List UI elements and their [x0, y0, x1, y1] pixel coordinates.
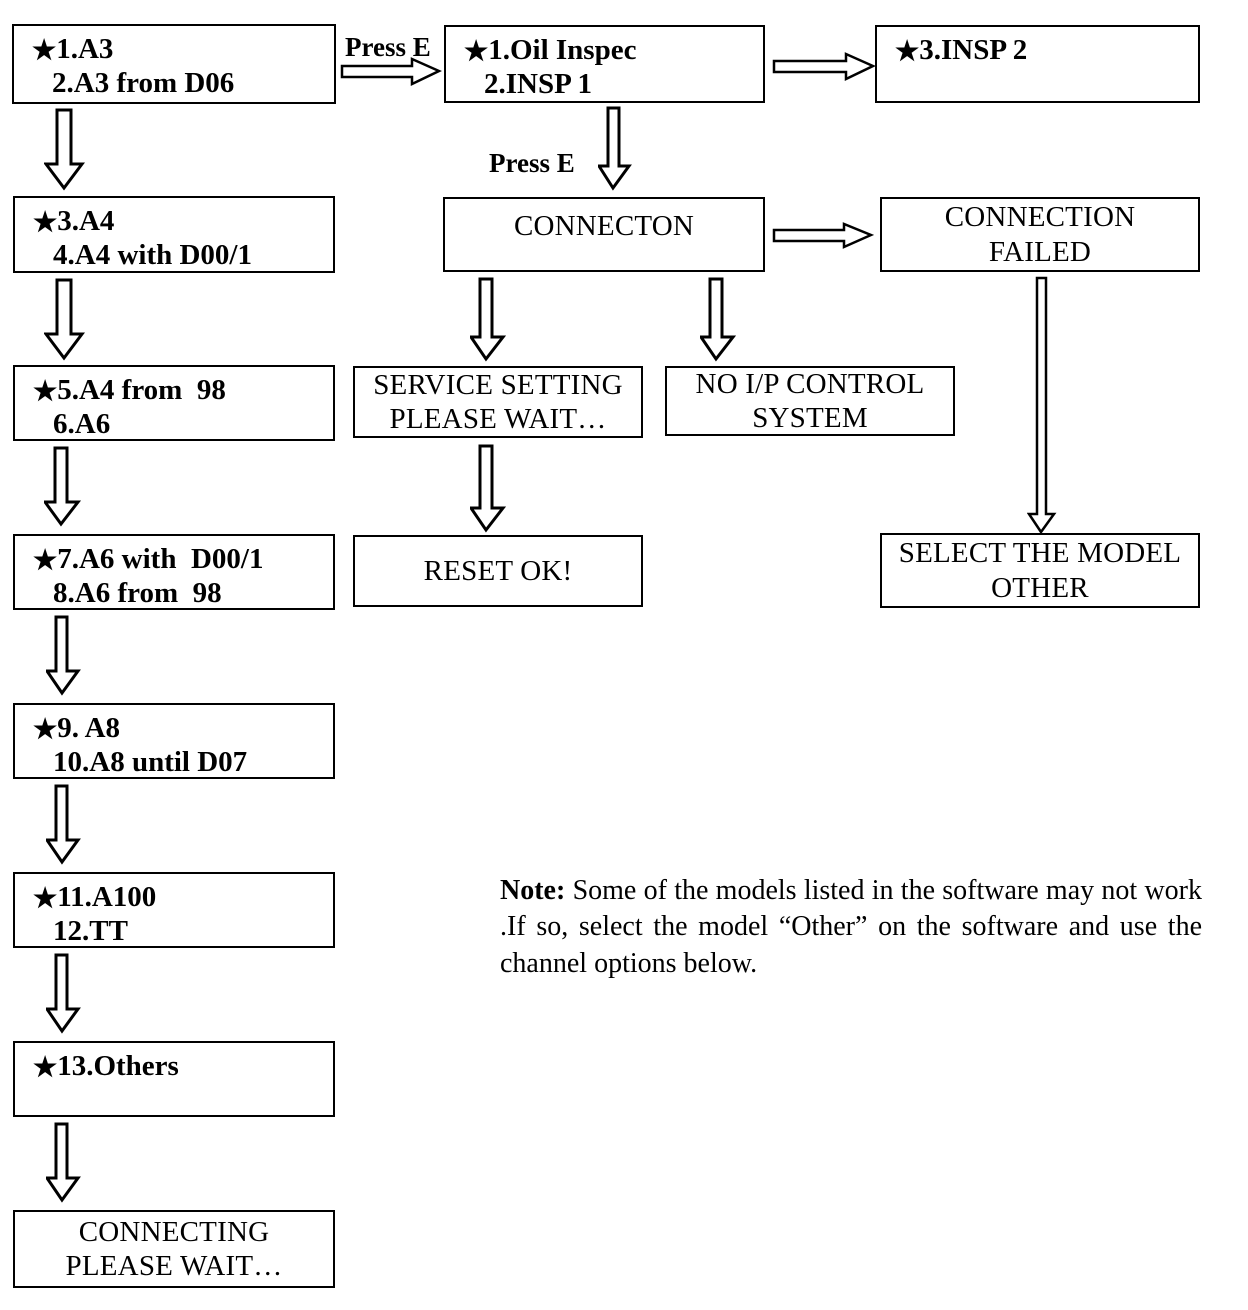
box-model-a3-line2: 2.A3 from D06 [52, 67, 235, 100]
arrow-down-connecton-to-no-ip-control [700, 277, 736, 363]
box-model-a100[interactable]: ★11.A100 12.TT [13, 872, 335, 948]
arrow-down-a8-to-a100 [46, 784, 82, 866]
box-model-others[interactable]: ★13.Others [13, 1041, 335, 1117]
box-model-a4-line1: ★3.A4 [15, 198, 333, 238]
arrow-down-connecton-to-service-setting [470, 277, 506, 363]
box-service-setting[interactable]: SERVICE SETTING PLEASE WAIT… [353, 366, 643, 438]
box-connecton[interactable]: CONNECTON [443, 197, 765, 272]
box-oil-inspec-line1-text: 1.Oil Inspec [488, 34, 637, 66]
box-connection-failed-line2: FAILED [988, 235, 1092, 268]
box-oil-inspec[interactable]: ★1.Oil Inspec 2.INSP 1 [444, 25, 765, 103]
box-connecting-line2: PLEASE WAIT… [65, 1250, 283, 1282]
box-model-a8[interactable]: ★9. A8 10.A8 until D07 [13, 703, 335, 779]
box-connection-failed-line1: CONNECTION [944, 201, 1136, 234]
box-model-a8-line1: ★9. A8 [15, 705, 333, 745]
box-no-ip-control[interactable]: NO I/P CONTROL SYSTEM [665, 366, 955, 436]
note-body: Some of the models listed in the softwar… [500, 875, 1202, 979]
arrow-right-a3-to-oil-inspec [340, 57, 442, 87]
box-model-a6-line1-text: 7.A6 with D00/1 [57, 543, 264, 575]
arrow-down-a3-to-a4 [44, 108, 86, 192]
box-model-a4-line1-text: 3.A4 [57, 205, 115, 237]
star-icon: ★ [33, 1052, 58, 1082]
star-icon: ★ [32, 35, 57, 65]
box-model-a3-line1: ★1.A3 [14, 26, 334, 66]
box-model-a8-line2: 10.A8 until D07 [53, 746, 248, 779]
star-icon: ★ [33, 883, 58, 913]
star-icon: ★ [33, 545, 58, 575]
box-select-model-other-line2: OTHER [991, 571, 1089, 604]
arrow-down-oil-inspec-to-connecton [598, 106, 632, 192]
box-insp2[interactable]: ★3.INSP 2 [875, 25, 1200, 103]
box-model-a3[interactable]: ★1.A3 2.A3 from D06 [12, 24, 336, 104]
note-text: Note: Some of the models listed in the s… [500, 873, 1202, 982]
box-reset-ok[interactable]: RESET OK! [353, 535, 643, 607]
box-connecting[interactable]: CONNECTING PLEASE WAIT… [13, 1210, 335, 1288]
star-icon: ★ [33, 207, 58, 237]
box-model-others-line1-text: 13.Others [57, 1050, 179, 1082]
arrow-down-others-to-connecting [46, 1122, 82, 1204]
arrow-down-a100-to-others [46, 953, 82, 1035]
box-select-model-other[interactable]: SELECT THE MODEL OTHER [880, 533, 1200, 608]
box-model-a100-line2: 12.TT [53, 915, 128, 948]
box-model-a4-98-line2: 6.A6 [53, 408, 111, 441]
box-service-setting-line2: PLEASE WAIT… [389, 403, 607, 435]
box-model-a4-98[interactable]: ★5.A4 from 98 6.A6 [13, 365, 335, 441]
box-insp2-line1-text: 3.INSP 2 [919, 34, 1028, 66]
note-prefix: Note: [500, 875, 566, 906]
box-connection-failed[interactable]: CONNECTION FAILED [880, 197, 1200, 272]
star-icon: ★ [464, 36, 489, 66]
box-model-others-line1: ★13.Others [15, 1043, 333, 1083]
box-model-a100-line1-text: 11.A100 [57, 881, 157, 913]
star-icon: ★ [895, 36, 920, 66]
box-model-a6-line1: ★7.A6 with D00/1 [15, 536, 333, 576]
box-connecton-line1: CONNECTON [513, 210, 695, 243]
box-connecting-line1: CONNECTING [78, 1215, 270, 1248]
box-reset-ok-line1: RESET OK! [423, 554, 573, 587]
box-model-a4-line2: 4.A4 with D00/1 [53, 239, 252, 272]
arrow-right-oil-inspec-to-insp2 [772, 52, 876, 82]
box-no-ip-control-line2: SYSTEM [752, 402, 868, 434]
box-model-a3-line1-text: 1.A3 [56, 33, 114, 65]
box-oil-inspec-line1: ★1.Oil Inspec [446, 27, 763, 67]
label-press-e-horizontal: Press E [345, 32, 431, 62]
box-model-a6-line2: 8.A6 from 98 [53, 577, 222, 610]
arrow-right-connecton-to-connection-failed [772, 222, 874, 250]
box-select-model-other-line1: SELECT THE MODEL [898, 537, 1182, 570]
arrow-down-a6-to-a8 [46, 615, 82, 697]
box-service-setting-line1: SERVICE SETTING [373, 368, 623, 401]
box-no-ip-control-line1: NO I/P CONTROL [695, 367, 925, 400]
box-oil-inspec-line2: 2.INSP 1 [484, 68, 592, 101]
box-model-a4-98-line1: ★5.A4 from 98 [15, 367, 333, 407]
arrow-down-connection-failed-to-select-model [1027, 276, 1057, 536]
label-press-e-vertical: Press E [489, 148, 575, 178]
arrow-down-service-setting-to-reset-ok [470, 444, 506, 534]
arrow-down-a4-98-to-a6 [44, 446, 82, 528]
box-model-a100-line1: ★11.A100 [15, 874, 333, 914]
box-model-a4-98-line1-text: 5.A4 from 98 [57, 374, 226, 406]
box-model-a6[interactable]: ★7.A6 with D00/1 8.A6 from 98 [13, 534, 335, 610]
box-model-a4[interactable]: ★3.A4 4.A4 with D00/1 [13, 196, 335, 273]
box-insp2-line1: ★3.INSP 2 [877, 27, 1198, 67]
box-model-a8-line1-text: 9. A8 [57, 712, 121, 744]
arrow-down-a4-to-a4-98 [44, 278, 86, 362]
star-icon: ★ [33, 714, 58, 744]
star-icon: ★ [33, 376, 58, 406]
